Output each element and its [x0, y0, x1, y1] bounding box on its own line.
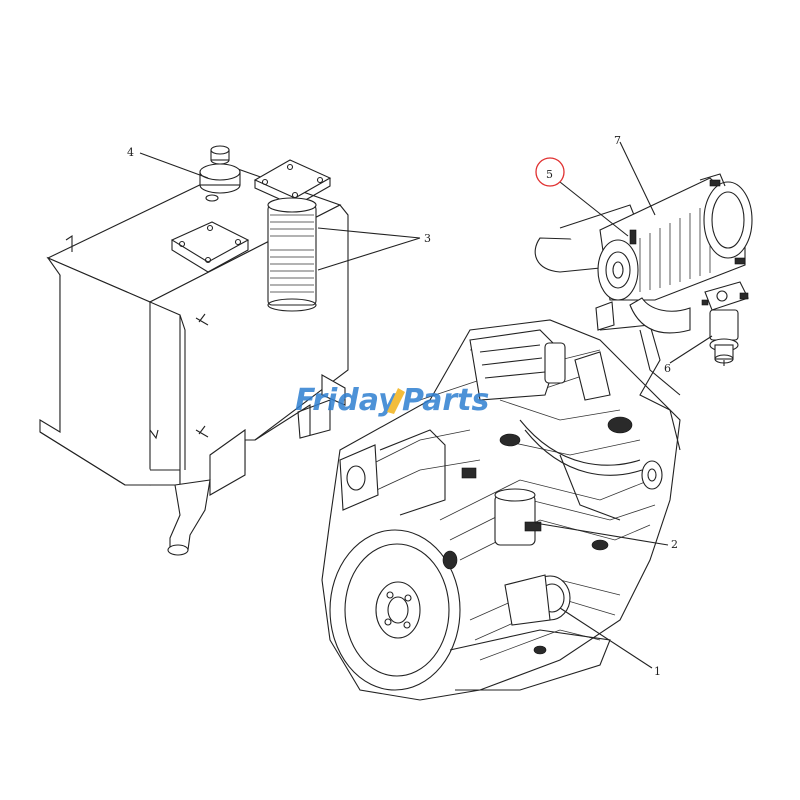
watermark: Friday Parts: [295, 383, 489, 418]
callout-4: 4: [127, 146, 134, 159]
callout-2: 2: [671, 538, 678, 551]
callout-5: 5: [546, 168, 553, 181]
callout-3: 3: [424, 232, 431, 245]
callout-1: 1: [654, 665, 661, 678]
callout-6: 6: [664, 362, 671, 375]
callout-7: 7: [614, 134, 621, 147]
leader-lines: [139, 141, 713, 669]
fuel-filter-drawing: [701, 281, 749, 366]
watermark-text-parts: Parts: [402, 383, 489, 418]
air-cleaner-drawing: [534, 173, 753, 334]
watermark-text-friday: Friday: [295, 383, 399, 418]
callout-5-highlight-circle: [535, 157, 565, 187]
hydraulic-tank-drawing: [39, 145, 349, 556]
watermark-accent-icon: [387, 388, 405, 414]
engine-drawing: [321, 319, 681, 701]
